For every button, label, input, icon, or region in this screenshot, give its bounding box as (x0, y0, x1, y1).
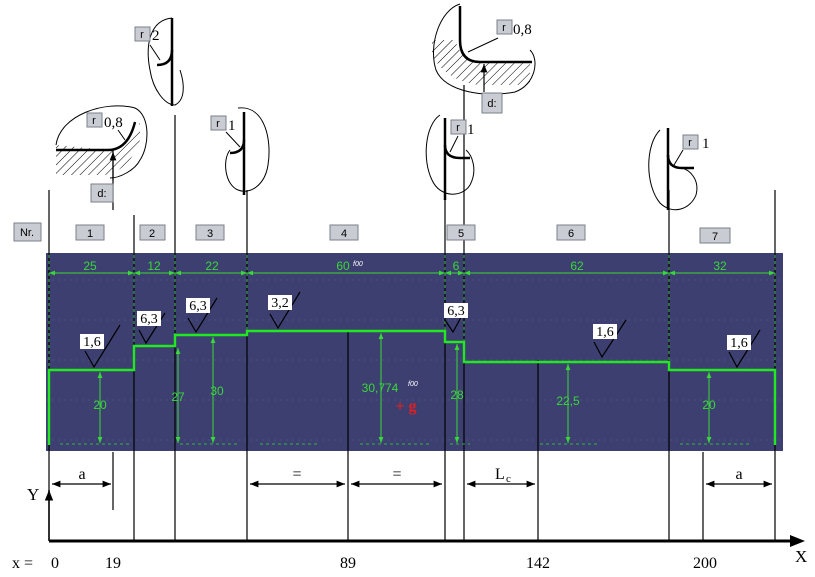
detail-r1-a-value: 1 (228, 118, 236, 134)
dim-eq-right: = (392, 466, 401, 483)
segment-7-number: 7 (712, 231, 718, 243)
detail-r08-left-d: d: (97, 188, 106, 200)
dim-lc-sub: c (506, 473, 511, 485)
roughness-4-bg (268, 295, 292, 310)
segment-4-diameter: 30,774 (362, 381, 399, 395)
segment-tags: Nr. 1 2 3 4 5 6 7 (13, 222, 731, 244)
detail-r1-b: r 1 (425, 114, 475, 200)
segment-4-tag (329, 224, 359, 241)
segment-7-roughness: 1,6 (730, 336, 748, 351)
roughness-1-bg (80, 334, 104, 349)
segment-1-roughness: 1,6 (83, 335, 101, 350)
segment-6-length: 62 (570, 259, 584, 273)
segment-2-tag (139, 224, 166, 241)
x-prefix: x = (12, 555, 33, 572)
detail-r08-left: r 0,8 d: (55, 105, 148, 203)
dim-a-right: a (735, 466, 742, 483)
diameter-dimension-lines (97, 333, 712, 443)
segment-3-roughness: 6,3 (189, 299, 207, 314)
detail-r08-right-d: d: (487, 98, 496, 110)
segment-5-tag (446, 224, 476, 241)
segment-1-length: 25 (83, 259, 97, 273)
x-axis-label: X (795, 547, 807, 566)
x-tick-200: 200 (693, 555, 717, 572)
segment-6-tag (556, 224, 586, 241)
segment-5-number: 5 (458, 228, 464, 240)
roughness-7-bg (727, 335, 751, 350)
detail-r1-c-label: r (688, 137, 692, 149)
detail-r1-c: r 1 (648, 128, 710, 211)
segment-2-length: 12 (147, 259, 161, 273)
detail-r08-right-label: r (502, 22, 506, 34)
detail-r2-label: r (140, 29, 144, 41)
shaft-profile (47, 329, 777, 445)
segment-2-roughness: 6,3 (140, 312, 158, 327)
x-axis-arrowhead (790, 535, 805, 547)
detail-r08-right: r 0,8 d: (432, 3, 536, 114)
dim-eq-left: = (292, 466, 301, 483)
detail-r1-a: r 1 (210, 107, 270, 195)
segment-3-diameter: 30 (210, 384, 224, 398)
dim-lc-main: L (495, 466, 505, 483)
segment-1-tag (75, 224, 105, 241)
segment-6-roughness: 1,6 (596, 325, 614, 340)
segment-2-diameter: 27 (171, 390, 185, 404)
segment-4-length-tolerance: f00 (353, 261, 363, 268)
segment-3-length: 22 (205, 259, 219, 273)
roughness-6-bg (593, 324, 617, 339)
segment-7-tag (699, 227, 731, 244)
segment-7-length: 32 (713, 259, 727, 273)
segment-4-length: 60 (336, 259, 350, 273)
segment-5-length: 6 (453, 259, 460, 273)
segment-1-diameter: 20 (93, 398, 107, 412)
detail-r1-c-value: 1 (702, 136, 710, 152)
detail-r1-b-value: 1 (467, 122, 475, 138)
y-axis-label: Y (27, 485, 39, 504)
detail-r08-left-value: 0,8 (104, 115, 123, 131)
detail-r2: r 2 (134, 17, 184, 106)
detail-r08-left-label: r (92, 115, 96, 127)
segment-4-roughness: 3,2 (271, 296, 289, 311)
segment-4-diameter-note: + g (395, 398, 416, 415)
segment-7-diameter: 20 (702, 398, 716, 412)
x-tick-19: 19 (105, 555, 121, 572)
segment-1-number: 1 (87, 228, 93, 240)
drawing-panel (46, 253, 783, 451)
detail-r1-b-label: r (456, 122, 460, 134)
segment-header-tag (13, 222, 42, 242)
segment-header-label: Nr. (20, 227, 34, 239)
roughness-2-bg (137, 311, 161, 326)
segment-6-diameter: 22,5 (556, 394, 580, 408)
roughness-3-bg (186, 298, 210, 313)
segment-4-diameter-tolerance: f00 (408, 381, 418, 388)
x-tick-142: 142 (526, 555, 550, 572)
segment-2-number: 2 (149, 228, 155, 240)
segment-5-roughness: 6,3 (447, 304, 465, 319)
segment-3-tag (195, 224, 225, 241)
x-tick-0: 0 (51, 555, 59, 572)
roughness-5-bg (444, 303, 468, 318)
detail-r1-a-label: r (216, 118, 220, 130)
detail-r08-right-value: 0,8 (513, 22, 532, 38)
segment-4-number: 4 (341, 228, 347, 240)
x-tick-89: 89 (340, 555, 356, 572)
detail-r2-value: 2 (152, 28, 160, 44)
segment-3-number: 3 (207, 228, 213, 240)
segment-5-diameter: 28 (450, 388, 464, 402)
dim-a-left: a (78, 466, 85, 483)
segment-6-number: 6 (568, 228, 574, 240)
